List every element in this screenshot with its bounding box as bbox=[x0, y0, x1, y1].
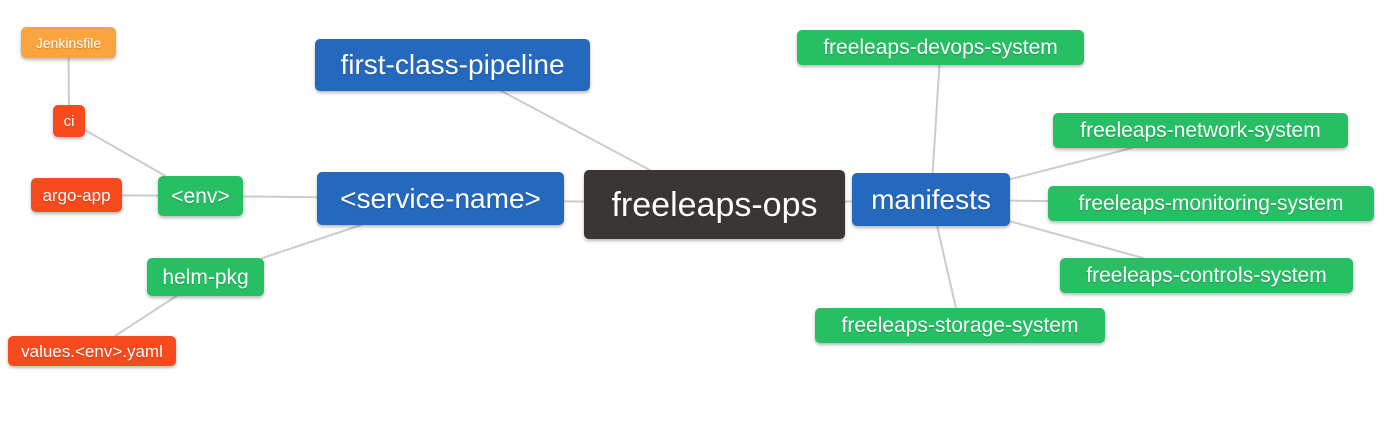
edge-manifests--freeleaps-controls-system bbox=[1009, 220, 1145, 259]
node-freeleaps-devops-system[interactable]: freeleaps-devops-system bbox=[797, 30, 1084, 65]
node-env[interactable]: <env> bbox=[158, 176, 243, 216]
edge-manifests--freeleaps-storage-system bbox=[936, 225, 957, 309]
node-ci[interactable]: ci bbox=[53, 105, 85, 137]
edge-env--service-name bbox=[242, 195, 318, 199]
node-freeleaps-storage-system[interactable]: freeleaps-storage-system bbox=[815, 308, 1105, 343]
node-freeleaps-ops[interactable]: freeleaps-ops bbox=[584, 170, 845, 239]
node-freeleaps-controls-system[interactable]: freeleaps-controls-system bbox=[1060, 258, 1353, 293]
node-values-env-yaml[interactable]: values.<env>.yaml bbox=[8, 336, 176, 366]
node-freeleaps-network-system[interactable]: freeleaps-network-system bbox=[1053, 113, 1348, 148]
node-freeleaps-monitoring-system[interactable]: freeleaps-monitoring-system bbox=[1048, 186, 1374, 221]
edge-manifests--freeleaps-network-system bbox=[1009, 147, 1134, 181]
node-first-class-pipeline[interactable]: first-class-pipeline bbox=[315, 39, 590, 91]
edge-manifests--freeleaps-monitoring-system bbox=[1009, 199, 1049, 203]
edge-values-env-yaml--helm-pkg bbox=[114, 295, 178, 337]
node-helm-pkg[interactable]: helm-pkg bbox=[147, 258, 264, 296]
node-service-name[interactable]: <service-name> bbox=[317, 172, 564, 225]
edge-first-class-pipeline--freeleaps-ops bbox=[500, 90, 651, 171]
node-manifests[interactable]: manifests bbox=[852, 173, 1010, 226]
edge-helm-pkg--service-name bbox=[261, 224, 363, 259]
node-jenkinsfile[interactable]: Jenkinsfile bbox=[21, 27, 116, 58]
node-argo-app[interactable]: argo-app bbox=[31, 178, 122, 212]
edge-manifests--freeleaps-devops-system bbox=[931, 64, 941, 174]
edge-ci--env bbox=[84, 129, 167, 177]
